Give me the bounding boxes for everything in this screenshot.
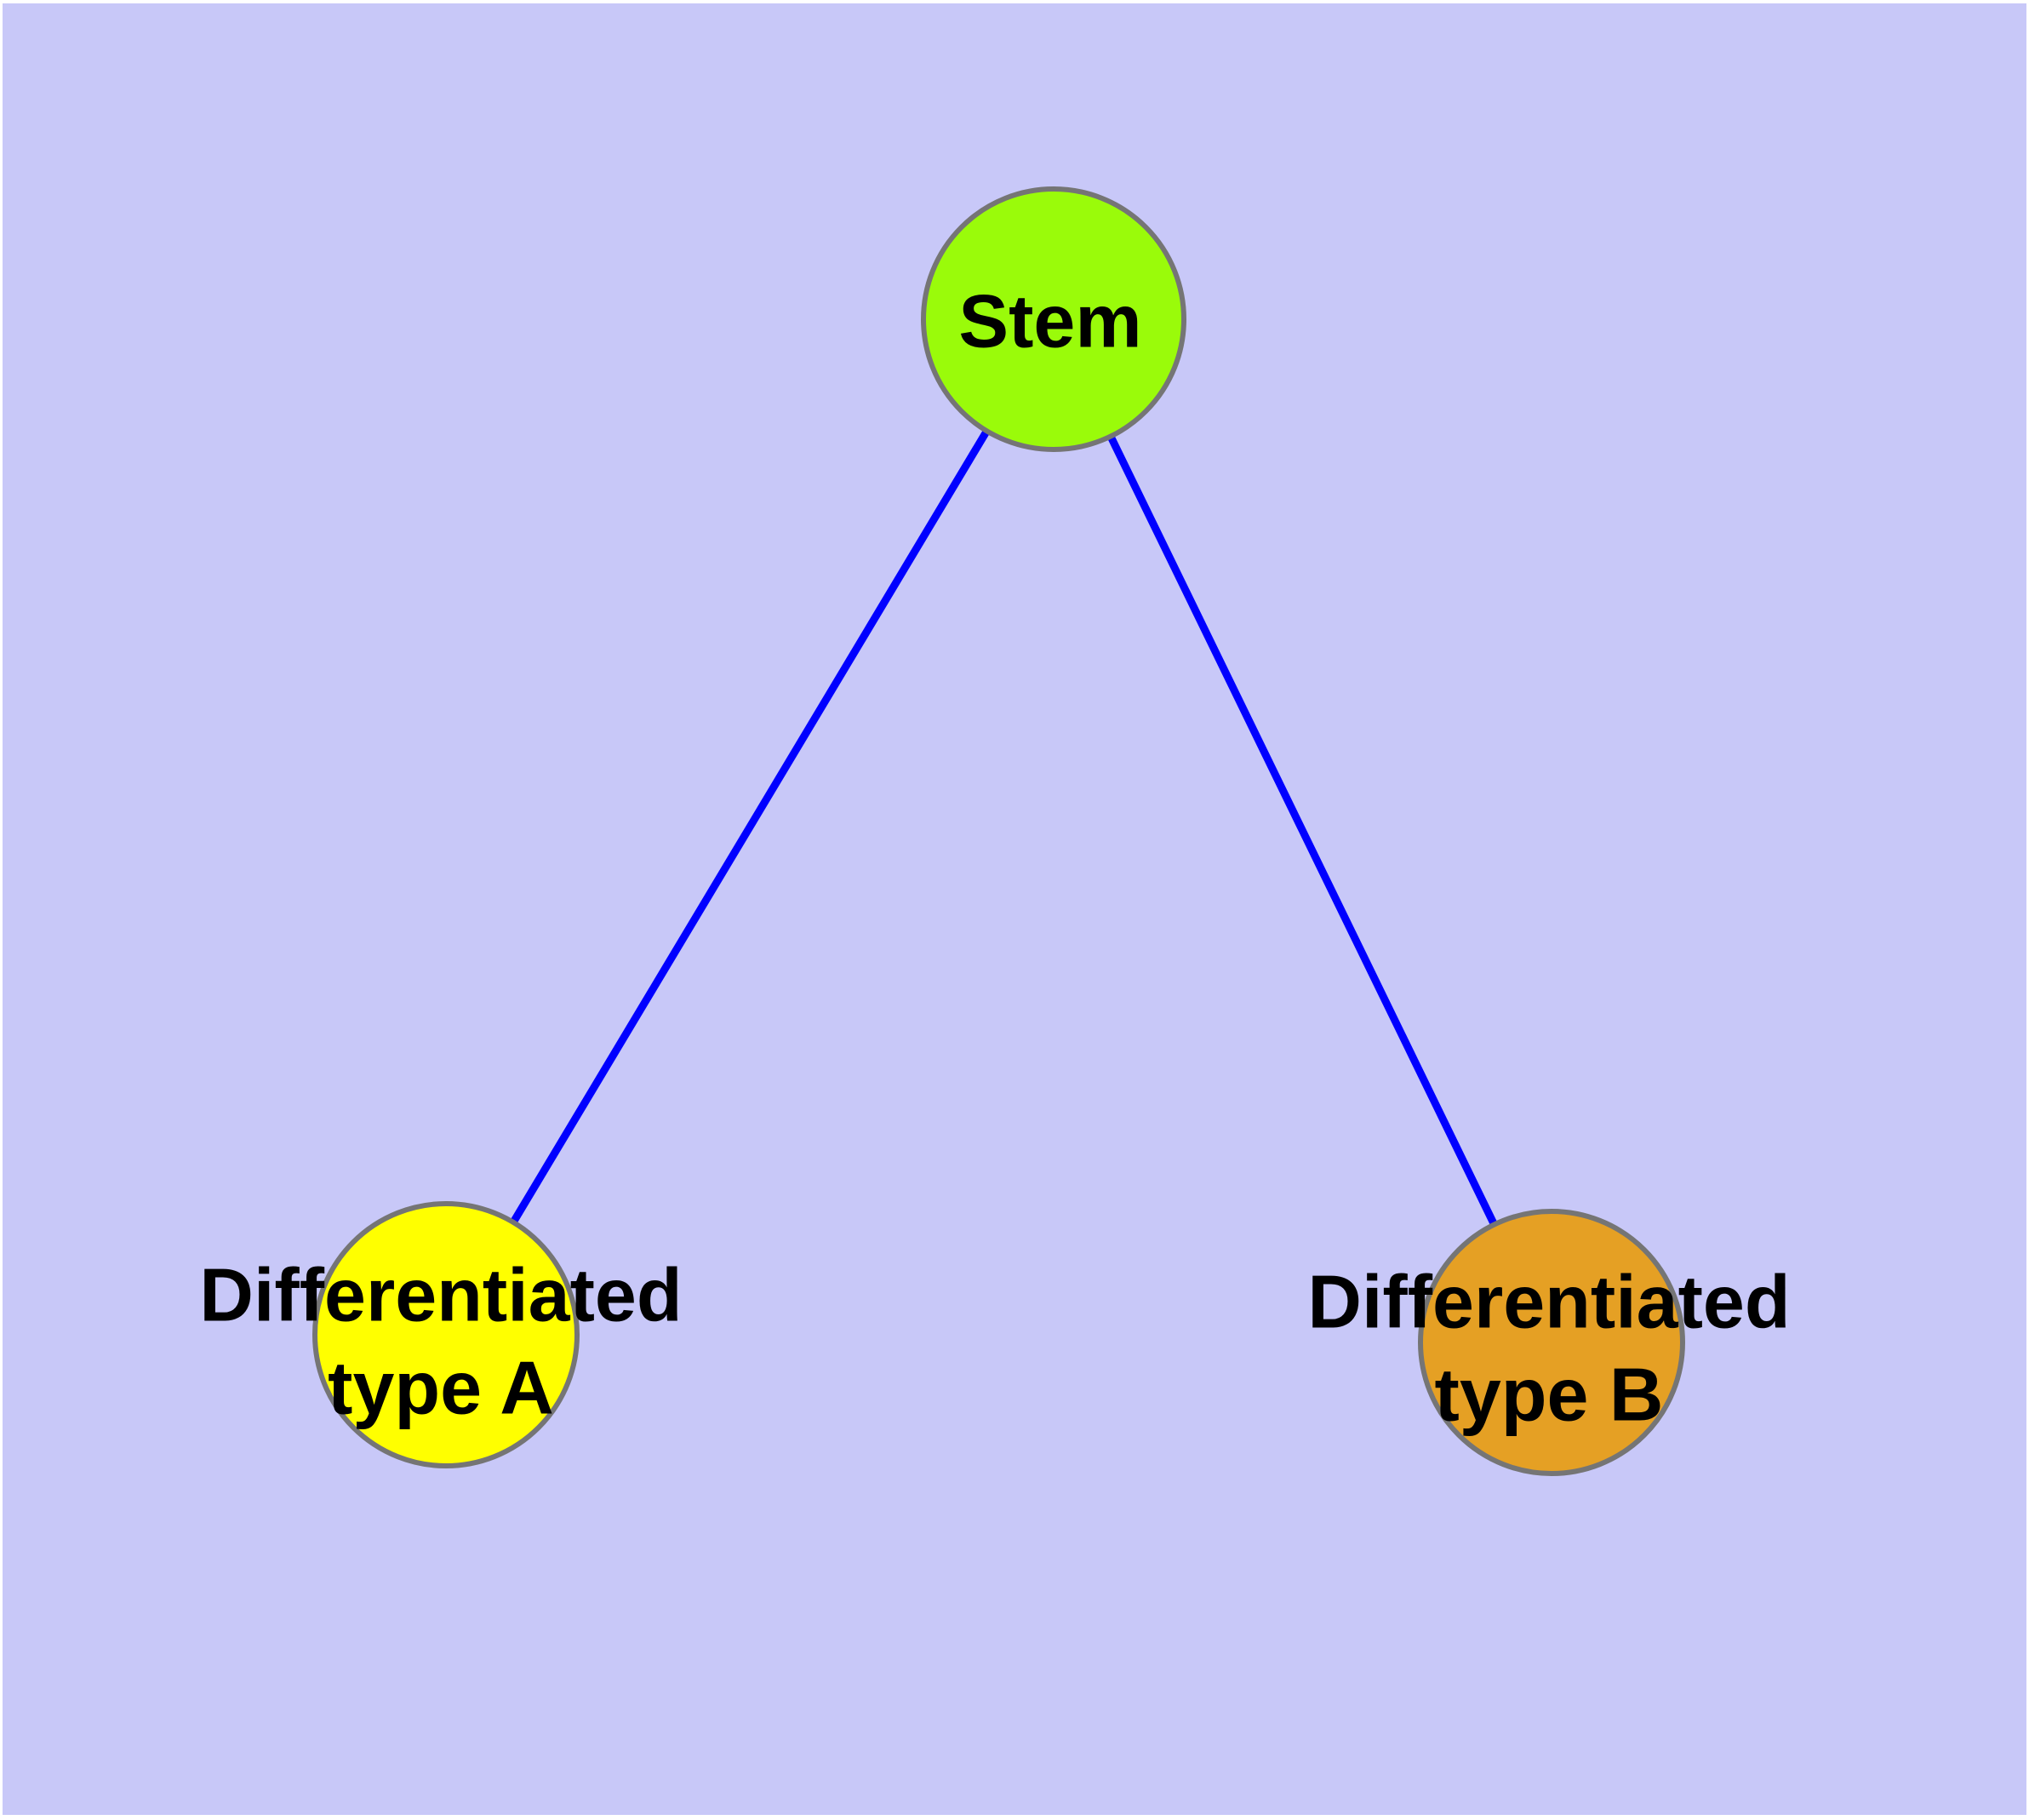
node-type-b-label-line2: type B bbox=[1435, 1353, 1664, 1437]
node-stem-circle bbox=[921, 186, 1186, 452]
node-differentiated-type-b: Differentiated type B bbox=[1307, 1209, 1791, 1476]
edge-stem-to-type-b bbox=[1049, 318, 1556, 1344]
node-type-a-label-line1: Differentiated bbox=[199, 1253, 682, 1337]
node-type-a-circle bbox=[312, 1201, 580, 1468]
node-type-a-label-line2: type A bbox=[328, 1346, 554, 1430]
node-type-b-circle bbox=[1418, 1209, 1685, 1476]
node-differentiated-type-a: Differentiated type A bbox=[199, 1201, 683, 1468]
node-type-b-label-line1: Differentiated bbox=[1307, 1260, 1790, 1344]
edge-stem-to-type-a bbox=[443, 317, 1057, 1337]
node-stem-label: Stem bbox=[958, 279, 1141, 363]
node-stem: Stem bbox=[921, 186, 1186, 452]
